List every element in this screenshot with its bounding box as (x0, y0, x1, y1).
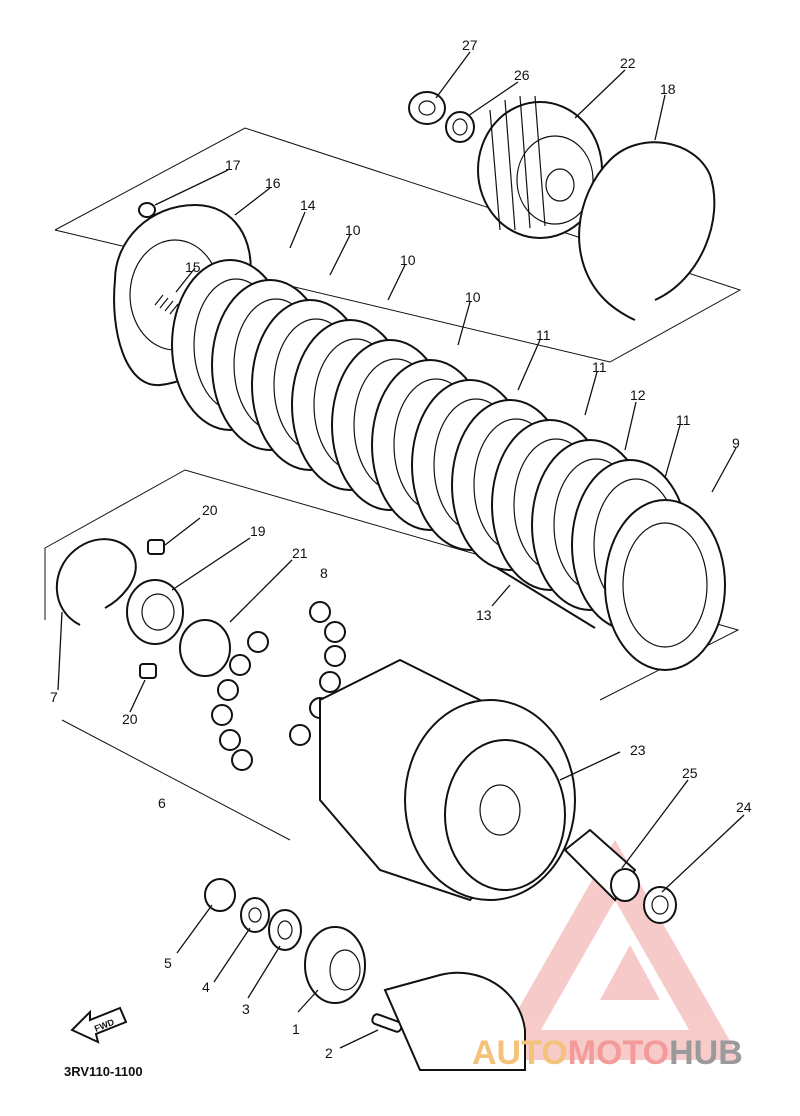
callout-14: 14 (300, 197, 316, 213)
fwd-arrow: FWD (70, 1006, 128, 1044)
shaft (383, 971, 526, 1071)
callout-17: 17 (225, 157, 241, 173)
callout-13: 13 (476, 607, 492, 623)
callout-9: 9 (732, 435, 740, 451)
callout-12: 12 (630, 387, 646, 403)
callout-18: 18 (660, 81, 676, 97)
callout-27: 27 (462, 37, 478, 53)
part-3-washer (268, 909, 302, 951)
callout-19: 19 (250, 523, 266, 539)
part-15-spring (154, 294, 184, 318)
part-19-cam (126, 579, 184, 645)
callout-5: 5 (164, 955, 172, 971)
part-5-nut (204, 878, 236, 912)
callout-4: 4 (202, 979, 210, 995)
callout-22: 22 (620, 55, 636, 71)
svg-text:AUTOMOTOHUB: AUTOMOTOHUB (472, 1034, 743, 1072)
part-26-washer (445, 111, 475, 143)
callout-11-b: 11 (592, 359, 607, 375)
watermark-text: AUTOMOTOHUB (472, 1034, 743, 1072)
callout-8: 8 (320, 565, 328, 581)
steel-ball (324, 645, 346, 667)
steel-ball (217, 679, 239, 701)
steel-ball (219, 729, 241, 751)
diagram-code: 3RV110-1100 (64, 1064, 143, 1079)
watermark-hub: HUB (669, 1034, 743, 1072)
steel-ball (309, 601, 331, 623)
steel-ball (231, 749, 253, 771)
part-13-push-rod (496, 567, 596, 629)
callout-26: 26 (514, 67, 530, 83)
callout-20-a: 20 (202, 502, 218, 518)
callout-15: 15 (185, 259, 201, 275)
part-8-balls (211, 601, 346, 771)
callout-21: 21 (292, 545, 308, 561)
callout-1: 1 (292, 1021, 300, 1037)
callout-11-a: 11 (536, 327, 551, 343)
part-18-circlip (578, 141, 716, 321)
callout-24: 24 (736, 799, 752, 815)
part-25-spacer (563, 828, 640, 902)
part-9-plate (604, 499, 726, 671)
part-17-screw (138, 202, 156, 218)
callout-6: 6 (158, 795, 166, 811)
steel-ball (319, 671, 341, 693)
part-27-nut (408, 91, 446, 125)
callout-labels: 27 26 22 18 17 16 14 15 10 10 10 11 11 1… (50, 37, 752, 1061)
part-24-washer (643, 886, 677, 924)
part-21-ring (179, 619, 231, 677)
callout-7: 7 (50, 689, 58, 705)
callout-20-b: 20 (122, 711, 138, 727)
callout-16: 16 (265, 175, 281, 191)
callout-3: 3 (242, 1001, 250, 1017)
steel-ball (229, 654, 251, 676)
steel-ball (247, 631, 269, 653)
callout-10-b: 10 (400, 252, 416, 268)
leader-lines (57, 51, 745, 1049)
watermark-moto: MOTO (568, 1034, 669, 1072)
steel-ball (211, 704, 233, 726)
callout-23: 23 (630, 742, 646, 758)
steel-ball (324, 621, 346, 643)
steel-ball (289, 724, 311, 746)
watermark-logo (489, 839, 741, 1060)
callout-11-c: 11 (676, 412, 691, 428)
callout-25: 25 (682, 765, 698, 781)
watermark-auto: AUTO (472, 1034, 568, 1072)
part-6-clutch-housing (319, 658, 576, 902)
callout-2: 2 (325, 1045, 333, 1061)
callout-10-a: 10 (345, 222, 361, 238)
callout-10-c: 10 (465, 289, 481, 305)
part-20-piece-a (147, 539, 165, 555)
part-22-clutch-boss (477, 95, 603, 239)
part-1-gear (304, 926, 366, 1004)
part-20-piece-b (139, 663, 157, 679)
part-4-washer (240, 897, 270, 933)
part-7-circlip (55, 538, 137, 626)
